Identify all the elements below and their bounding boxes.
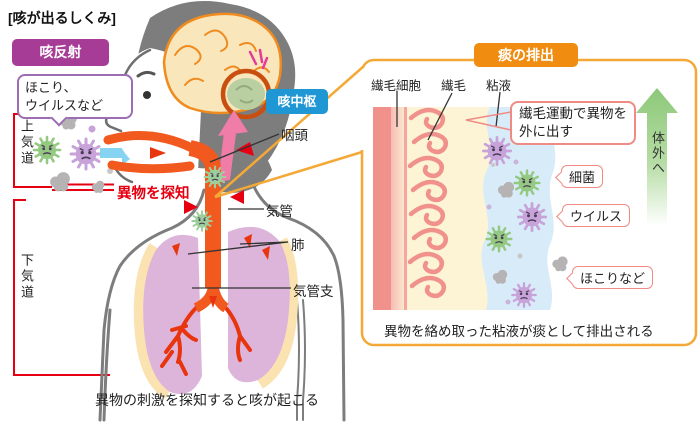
bronchus-label: 気管支	[293, 284, 334, 299]
lung-label: 肺	[291, 238, 305, 253]
dust-label: ほこりなど	[572, 266, 654, 289]
body-outline	[98, 180, 346, 422]
trachea-label: 気管	[266, 204, 293, 219]
irritants-line1: ほこり、	[25, 80, 77, 95]
virus-icon	[32, 135, 62, 165]
irritants-line2: ウイルスなど	[25, 97, 104, 113]
bacteria-label: 細菌	[561, 165, 604, 188]
cough-reflex-label: 咳反射	[12, 39, 109, 66]
eyebrow	[136, 70, 156, 78]
signal-arrow-icon	[218, 110, 248, 182]
outward-label: 体外へ	[650, 131, 665, 176]
mucus-label: 粘液	[486, 79, 512, 93]
lungs	[133, 226, 299, 399]
ciliated-cells-label: 繊毛細胞	[371, 79, 422, 93]
inhaled-germs	[32, 112, 113, 193]
detect-foreign-label: 異物を探知	[117, 186, 190, 202]
leader-lines	[187, 133, 291, 289]
cilia-note-line2: 外に出す	[519, 124, 573, 140]
cilia-motion-note: 繊毛運動で異物を 外に出す	[510, 101, 636, 146]
pharynx-label: 咽頭	[281, 128, 308, 143]
spark-icon	[248, 48, 269, 70]
ciliated-cell-layer	[373, 107, 391, 310]
figure-caption: 異物の刺激を探知すると咳が起こる	[95, 392, 319, 408]
outward-arrow-icon	[636, 88, 678, 224]
virus-icon	[69, 137, 103, 171]
bronchial-tree	[160, 306, 252, 376]
trapped-germs	[481, 135, 568, 308]
cough-center-label: 咳中枢	[266, 89, 328, 114]
left-lung	[143, 234, 202, 394]
virus-label: ウイルス	[562, 204, 631, 227]
cilia-label: 繊毛	[441, 79, 467, 93]
cough-center-region	[227, 78, 265, 110]
irritants-bubble: ほこり、 ウイルスなど	[17, 74, 133, 120]
note-pointer	[465, 111, 512, 131]
airway	[103, 131, 254, 313]
page-title: [咳が出るしくみ]	[8, 10, 116, 26]
dust-icon	[50, 172, 70, 192]
upper-airway-label: 上気道	[19, 119, 34, 167]
panel-caption: 異物を絡め取った粘液が痰として排出される	[384, 324, 654, 339]
eye	[143, 91, 151, 99]
panel-leader-lines	[396, 91, 501, 141]
lower-airway-label: 下気道	[19, 253, 34, 301]
panel-header: 痰の排出	[474, 43, 578, 67]
cilia-note-line1: 繊毛運動で異物を	[519, 106, 627, 121]
dust-icon	[91, 180, 105, 193]
